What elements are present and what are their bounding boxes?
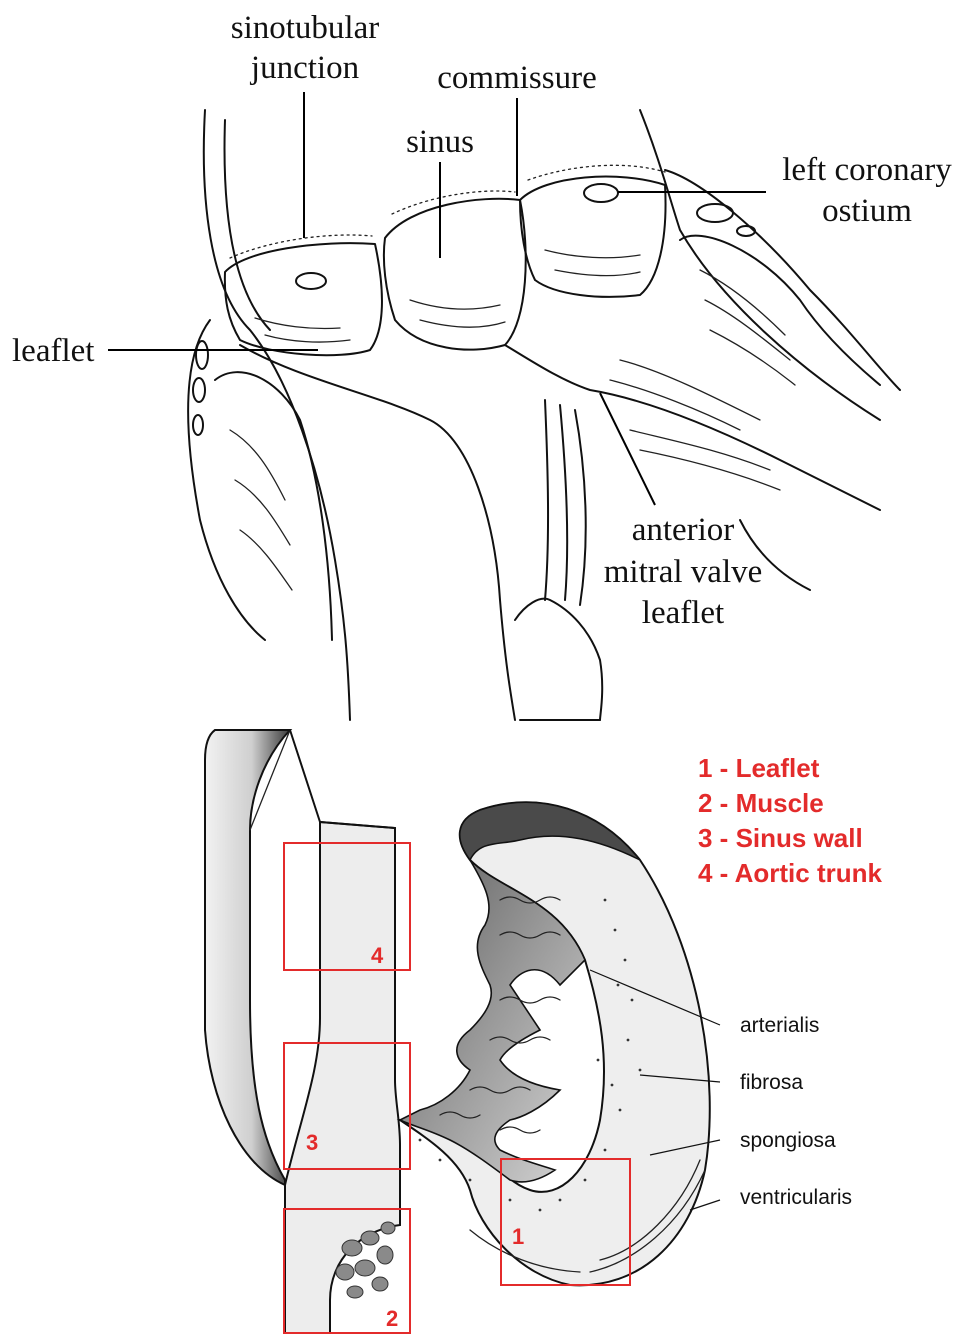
label-commissure: commissure — [437, 60, 596, 96]
label-sinus: sinus — [406, 124, 474, 160]
label-amvl-line2: mitral valve — [604, 554, 763, 590]
label-left-coronary-line1: left coronary — [782, 152, 952, 188]
legend-item-aortic-trunk: 4 - Aortic trunk — [698, 858, 882, 888]
label-ventricularis: ventricularis — [740, 1186, 852, 1209]
region-number-1: 1 — [512, 1224, 524, 1249]
top-anatomy-illustration — [188, 110, 900, 720]
region-number-4: 4 — [371, 943, 384, 968]
label-leaflet: leaflet — [12, 333, 94, 369]
label-sinotubular-line1: sinotubular — [231, 10, 379, 46]
leader-amvl — [600, 393, 655, 505]
label-arterialis: arterialis — [740, 1014, 819, 1037]
label-spongiosa: spongiosa — [740, 1129, 836, 1152]
legend-item-muscle: 2 - Muscle — [698, 788, 824, 818]
label-fibrosa: fibrosa — [740, 1071, 803, 1094]
label-sinotubular-line2: junction — [250, 50, 359, 86]
label-left-coronary-line2: ostium — [822, 193, 912, 229]
legend-item-leaflet: 1 - Leaflet — [698, 753, 820, 783]
region-number-3: 3 — [306, 1130, 318, 1155]
region-number-2: 2 — [386, 1306, 398, 1331]
legend: 1 - Leaflet 2 - Muscle 3 - Sinus wall 4 … — [698, 753, 882, 888]
legend-item-sinus-wall: 3 - Sinus wall — [698, 823, 863, 853]
label-amvl-line3: leaflet — [642, 595, 724, 631]
label-amvl-line1: anterior — [632, 512, 735, 548]
bottom-section-illustration — [205, 730, 710, 1334]
